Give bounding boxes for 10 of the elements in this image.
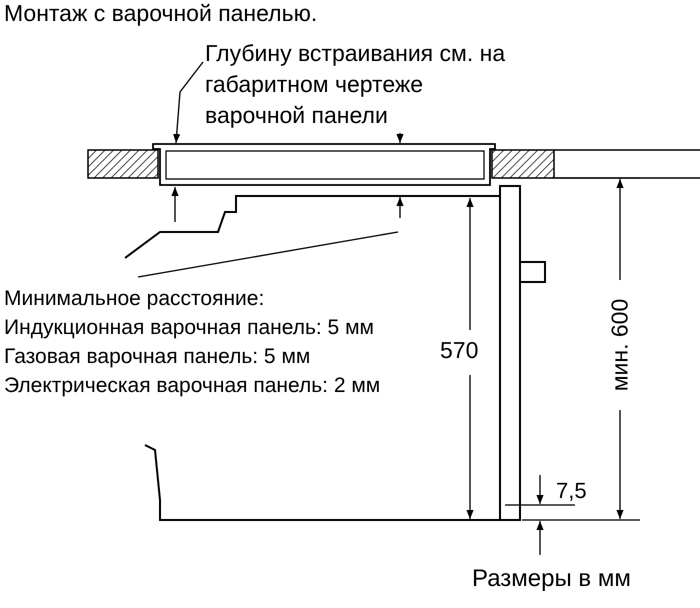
note-text: Глубину встраивания см. на габаритном чертеже варочной панели (205, 38, 510, 131)
leader-line (396, 133, 404, 143)
leader-line (173, 62, 204, 144)
note-text: Газовая варочная панель: 5 мм (4, 344, 312, 370)
note-text: Индукционная варочная панель: 5 мм (4, 315, 375, 341)
note-text: Минимальное расстояние: (4, 286, 266, 312)
diagram-title: Монтаж с варочной панелью. (4, 0, 318, 27)
leader-line (138, 231, 398, 278)
hob-drawing (152, 143, 496, 187)
note-text: Электрическая варочная панель: 2 мм (4, 373, 382, 399)
